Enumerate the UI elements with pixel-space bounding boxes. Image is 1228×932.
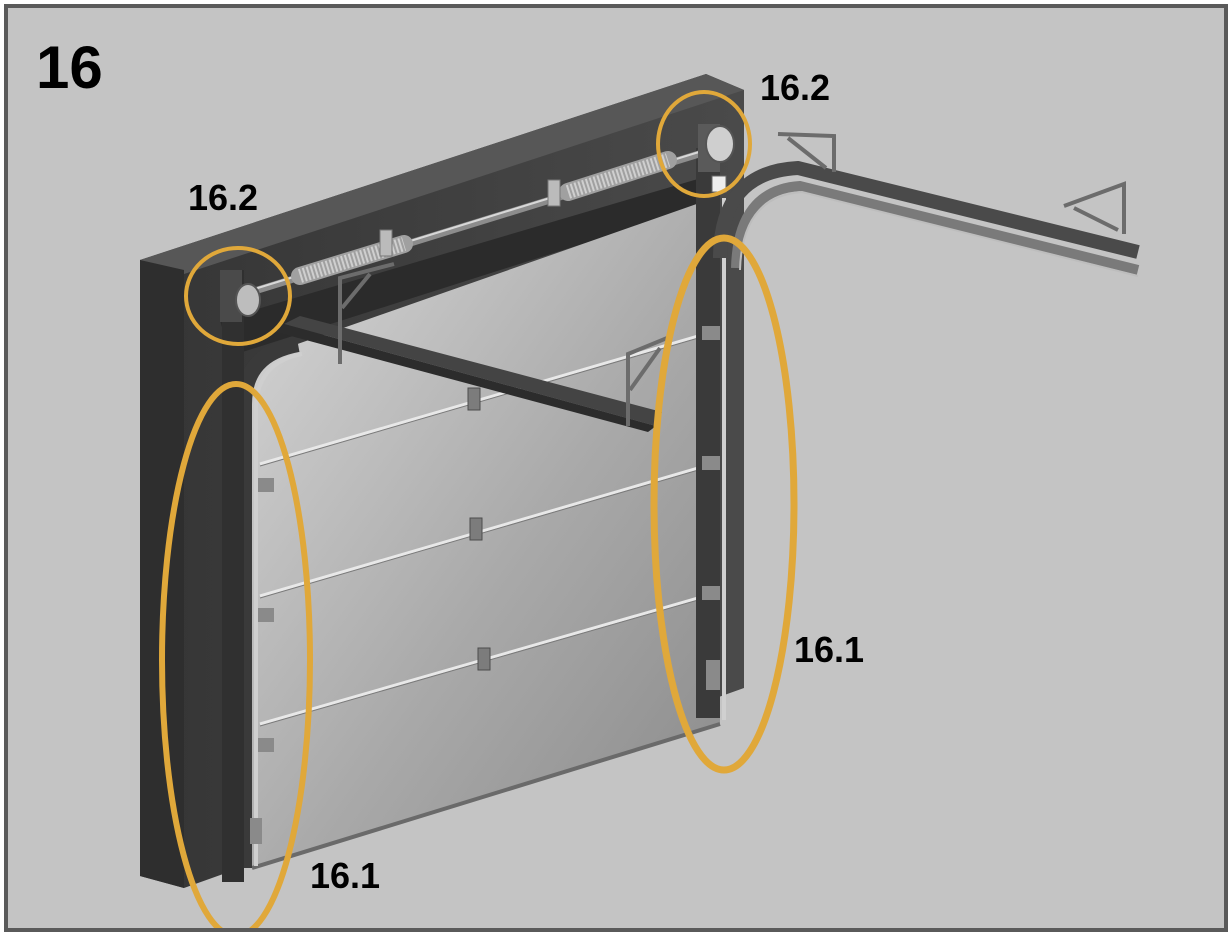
horizontal-rail [713,160,1140,277]
cable-drum [220,124,735,322]
step-number: 16 [36,34,103,101]
callout-ellipse-track-right [650,234,798,774]
callout-label-track-right: 16.1 [794,629,865,670]
hanging-bracket [338,132,1126,426]
diagram-frame: 16 16.2 16.2 16.1 16.1 [4,4,1228,932]
callout-label-spring-right: 16.2 [760,67,831,108]
callout-circle-spring-left [184,246,292,346]
callout-label-track-left: 16.1 [310,855,381,896]
callout-ellipse-track-left [159,381,313,928]
torsion-spring [291,151,677,285]
door-panel [251,200,721,870]
callout-label-spring-left: 16.2 [188,177,259,218]
ceiling-support-rail [276,316,662,432]
garage-door-diagram [140,74,1140,928]
left-vertical-track [222,270,303,882]
highlight-callouts [159,90,798,928]
callout-circle-spring-right [656,90,752,198]
